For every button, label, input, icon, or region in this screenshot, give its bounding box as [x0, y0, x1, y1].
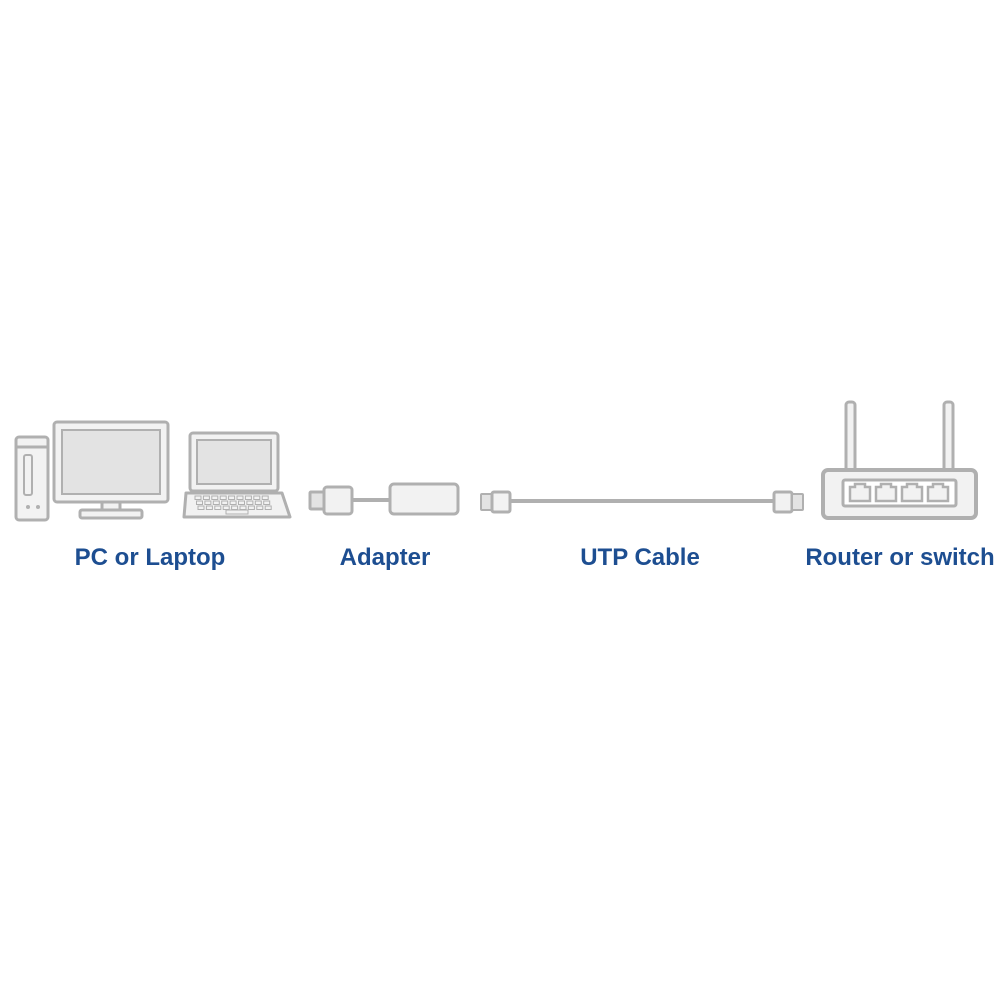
usb-adapter-icon	[308, 482, 460, 516]
monitor-icon	[52, 420, 170, 520]
laptop-icon	[182, 431, 292, 519]
ethernet-port-icon	[926, 482, 950, 503]
ethernet-port-icon	[874, 482, 898, 503]
router-icon	[821, 400, 978, 520]
utp-cable-icon	[480, 490, 804, 514]
desktop-tower-icon	[14, 435, 50, 522]
label-pc-or-laptop: PC or Laptop	[74, 544, 226, 571]
ethernet-port-icon	[848, 482, 872, 503]
label-utp-cable: UTP Cable	[580, 544, 700, 571]
label-router-or-switch: Router or switch	[805, 544, 995, 571]
label-adapter: Adapter	[339, 544, 431, 571]
ethernet-port-icon	[900, 482, 924, 503]
